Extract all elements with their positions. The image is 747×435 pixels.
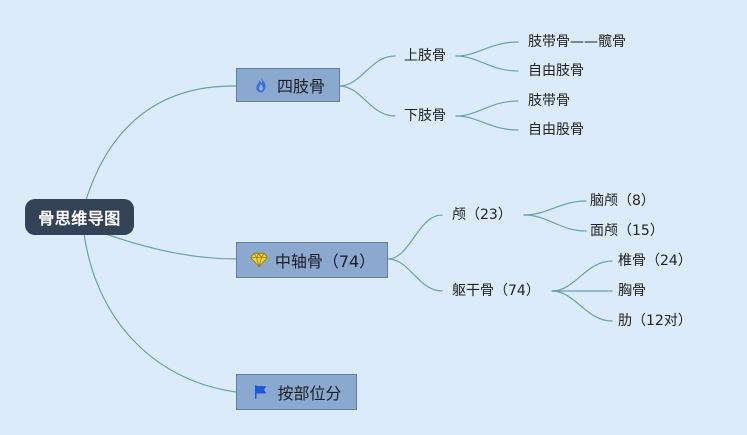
connector-root-limb bbox=[85, 85, 237, 201]
connector-trunk-rib bbox=[551, 290, 613, 322]
root-node[interactable]: 骨思维导图 bbox=[25, 199, 134, 235]
connector-trunk-vertebra bbox=[551, 260, 613, 292]
connector-upper-free bbox=[455, 55, 519, 72]
node-ribs[interactable]: 肋（12对） bbox=[618, 313, 692, 329]
node-sternum[interactable]: 胸骨 bbox=[618, 283, 646, 299]
node-brain-skull[interactable]: 脑颅（8） bbox=[590, 193, 655, 209]
node-lower-free-femur[interactable]: 自由股骨 bbox=[528, 122, 584, 138]
node-vertebrae[interactable]: 椎骨（24） bbox=[618, 253, 692, 269]
branch-axial-bones-label: 中轴骨（74） bbox=[274, 252, 376, 271]
connector-limb-lower bbox=[338, 85, 396, 117]
branch-by-location-label: 按部位分 bbox=[277, 384, 342, 403]
connector-root-location bbox=[83, 232, 237, 393]
diamond-icon bbox=[249, 250, 269, 270]
node-skull[interactable]: 颅（23） bbox=[452, 207, 512, 223]
connector-root-axial bbox=[102, 232, 237, 260]
branch-limb-bones[interactable]: 四肢骨 bbox=[236, 68, 340, 102]
flag-icon bbox=[251, 382, 271, 402]
node-lower-limb-bones[interactable]: 下肢骨 bbox=[404, 108, 446, 124]
node-upper-free-limb-bones[interactable]: 自由肢骨 bbox=[528, 63, 584, 79]
connector-lower-girdle bbox=[455, 100, 519, 117]
node-upper-girdle-bones[interactable]: 肢带骨——髋骨 bbox=[528, 34, 626, 50]
connector-upper-girdle bbox=[455, 41, 519, 57]
node-lower-girdle-bones[interactable]: 肢带骨 bbox=[528, 93, 570, 109]
connector-lower-free bbox=[455, 115, 519, 131]
branch-by-location[interactable]: 按部位分 bbox=[236, 374, 357, 410]
connector-axial-trunk bbox=[387, 258, 443, 292]
branch-limb-bones-label: 四肢骨 bbox=[276, 77, 325, 96]
connector-skull-brain bbox=[523, 200, 587, 216]
connector-axial-skull bbox=[387, 214, 443, 260]
connector-skull-face bbox=[523, 214, 587, 232]
root-node-label: 骨思维导图 bbox=[38, 209, 121, 228]
fire-icon bbox=[251, 75, 271, 95]
node-face-skull[interactable]: 面颅（15） bbox=[590, 223, 664, 239]
connector-limb-upper bbox=[338, 55, 396, 87]
node-trunk-bones[interactable]: 躯干骨（74） bbox=[452, 283, 540, 299]
node-upper-limb-bones[interactable]: 上肢骨 bbox=[404, 48, 446, 64]
branch-axial-bones[interactable]: 中轴骨（74） bbox=[236, 242, 388, 278]
